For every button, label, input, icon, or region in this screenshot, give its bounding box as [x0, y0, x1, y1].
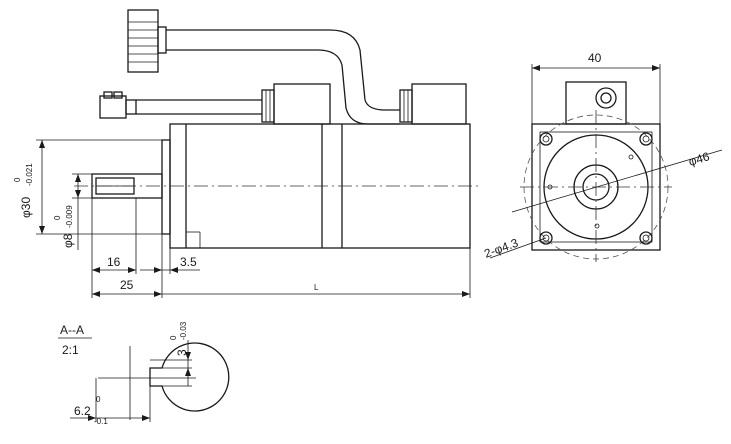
- front-view: [520, 81, 672, 262]
- pilot-tol-upper: 0: [13, 177, 22, 182]
- width-label: 40: [588, 51, 602, 65]
- key-depth-lower: -0.03: [179, 321, 188, 340]
- dim-25: [92, 291, 162, 297]
- dim-L: [162, 291, 470, 297]
- dim-16: [92, 267, 136, 273]
- pilot-dia-label: φ30: [19, 197, 33, 218]
- shoulder-label: 3.5: [180, 255, 197, 269]
- dim-pilot: [36, 139, 162, 235]
- shaft-dia-label: φ8: [61, 233, 75, 248]
- shaft-tol-upper: 0: [53, 215, 62, 220]
- holes-label: 2-φ4.3: [482, 236, 520, 261]
- dim-shaft: [72, 173, 92, 250]
- dim-3-5: [140, 267, 200, 273]
- flat-lower: -0.1: [94, 417, 108, 426]
- section-scale: 2:1: [62, 343, 79, 357]
- encoder-connector: [127, 9, 167, 73]
- pilot: [161, 139, 171, 235]
- shaft-len-label: 25: [120, 278, 134, 292]
- pilot-tol-lower: -0.021: [25, 163, 34, 186]
- encoder-gland: [399, 83, 467, 125]
- shaft-flat-len-label: 16: [107, 255, 121, 269]
- dim-40: [531, 64, 661, 124]
- key-depth-upper: 0: [169, 335, 178, 340]
- shaft-tol-lower: -0.009: [65, 205, 74, 228]
- dim-6-2: [70, 378, 151, 422]
- section-view: [98, 340, 230, 420]
- section-title: A--A: [60, 323, 84, 337]
- encoder-cable: [166, 29, 400, 111]
- flat-dim-label: 6.2: [74, 404, 91, 418]
- flat-upper: 0: [96, 395, 101, 404]
- body-len-label: L: [314, 283, 319, 292]
- flange-dia-label: φ46: [687, 149, 712, 169]
- key-depth-label: 3: [175, 349, 189, 356]
- power-gland: [261, 83, 331, 125]
- power-connector: [99, 91, 137, 119]
